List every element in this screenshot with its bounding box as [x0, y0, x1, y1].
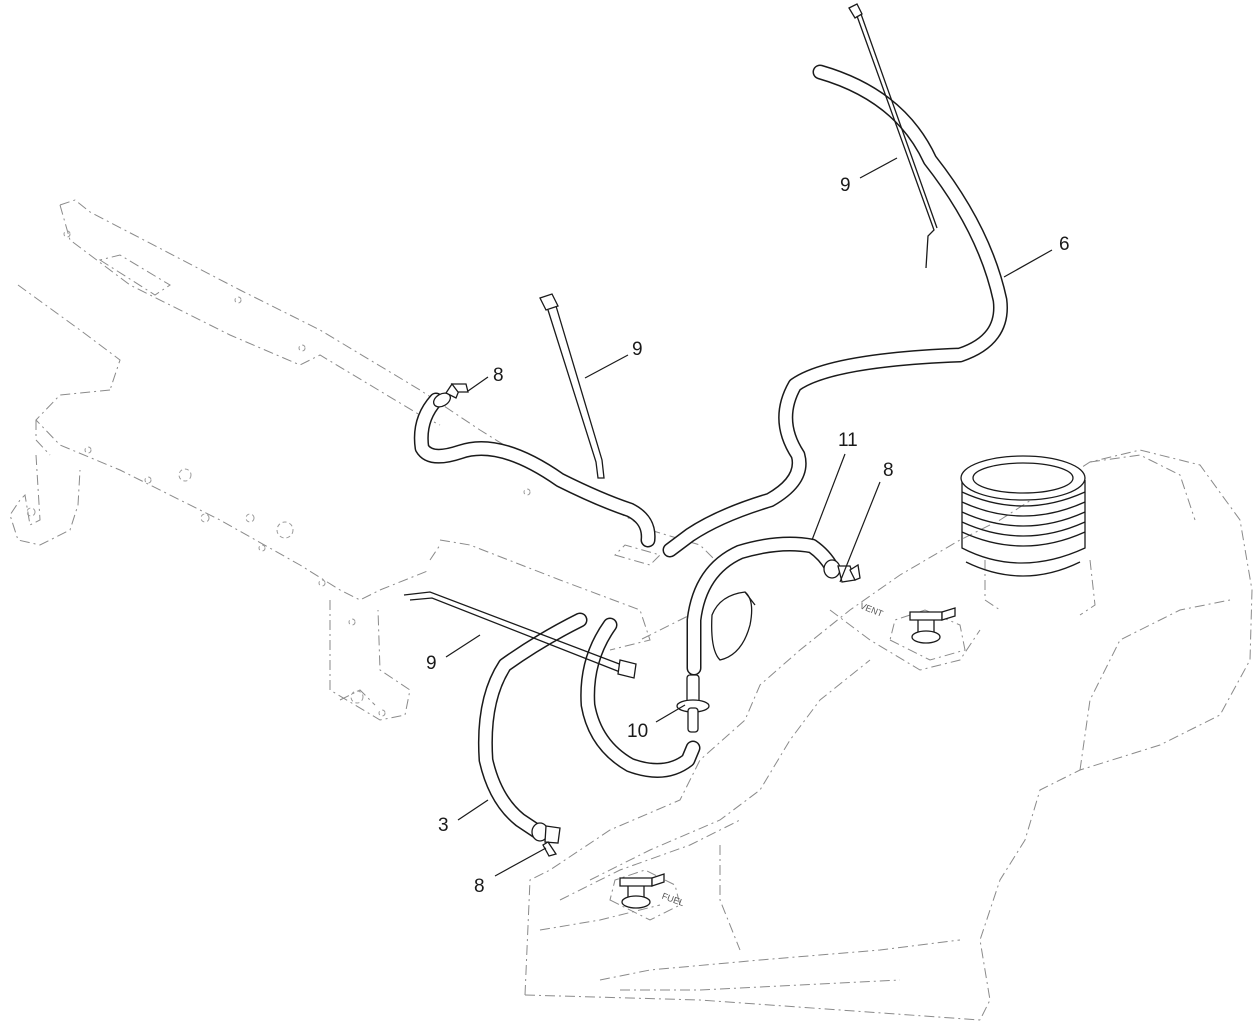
fuel-decal: FUEL — [661, 891, 686, 908]
callout-8-left: 8 — [493, 365, 504, 386]
callouts: 9 6 9 8 11 8 9 10 3 8 — [426, 175, 1070, 897]
hose-6 — [662, 64, 1008, 558]
callout-3: 3 — [438, 815, 449, 836]
cable-tie-lower — [403, 591, 637, 679]
callout-6: 6 — [1059, 234, 1070, 255]
hose-loop — [580, 617, 701, 778]
callout-8-right: 8 — [883, 460, 894, 481]
hose-clamp-bottom — [531, 822, 561, 857]
frame-rail-phantom — [9, 199, 716, 721]
cable-tie-top — [848, 3, 938, 269]
leader-lines — [445, 157, 1053, 877]
callout-9-top: 9 — [840, 175, 851, 196]
fuel-filler-neck — [960, 455, 1086, 577]
callout-10: 10 — [627, 721, 648, 742]
hose-clamp-left — [432, 383, 469, 408]
fuel-fitting: FUEL — [609, 869, 686, 921]
hose-3 — [477, 612, 588, 840]
hose-11 — [686, 536, 840, 676]
callout-9-tie: 9 — [632, 339, 643, 360]
vent-fitting: VENT — [858, 601, 966, 661]
hose-bracket — [711, 591, 756, 661]
hose-clamp-right — [823, 559, 861, 583]
fuel-tank-phantom — [524, 449, 1253, 1021]
callout-9-lower: 9 — [426, 653, 437, 674]
hose-upper-left — [413, 392, 656, 548]
vent-decal: VENT — [858, 601, 884, 619]
callout-11: 11 — [838, 430, 858, 451]
tee-fitting-10 — [676, 674, 710, 733]
cable-tie-middle — [539, 293, 605, 479]
callout-8-bottom: 8 — [474, 876, 485, 897]
